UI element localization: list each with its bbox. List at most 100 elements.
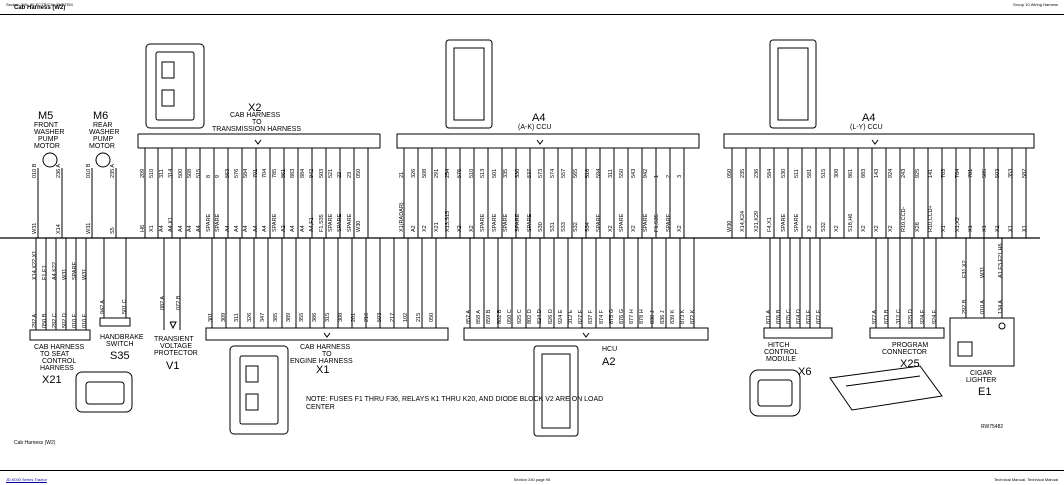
x2-id: X2 [248, 102, 262, 114]
wire-label: A4 [262, 225, 269, 232]
wire-label: 8 [205, 174, 212, 178]
wire-label: SPARE [780, 213, 787, 232]
m5-desc-1: FRONT [34, 122, 59, 129]
wire-label: 510 [149, 168, 156, 178]
wire-label: 1 [654, 174, 661, 178]
wire-label: X14,X22,X1 [32, 250, 38, 280]
wire-label: 326 [247, 312, 253, 322]
wire-label: 838 J [649, 310, 656, 324]
wire-label: 925 [914, 168, 921, 178]
wire-label: SPARE [337, 213, 344, 232]
footer-link[interactable]: JD 6000 Series Tractor [6, 477, 47, 482]
a4a-desc: (A-K) CCU [518, 124, 552, 131]
wire-label: 010 E [72, 313, 78, 328]
wire-label: 942 [642, 168, 649, 178]
header-section-label: Section 240 - ELECTRICAL SYSTEM [6, 2, 73, 7]
wire-label: 236 [753, 168, 760, 178]
wire-label: X2 [887, 225, 894, 232]
wire-label: 292 B [962, 299, 968, 314]
wire-label: W31 [32, 222, 38, 234]
wire-label: 385 [273, 312, 279, 322]
wire-label: 924 [887, 168, 894, 178]
wire-label: 878 H [639, 309, 646, 324]
wire-label: 537 [526, 168, 533, 178]
x21-desc-2: TO SEAT [40, 351, 70, 358]
x6-desc-1: HITCH [768, 342, 790, 349]
header-group-label: Group 10 Wiring Harness [1012, 2, 1058, 7]
wire-label: 326 [410, 168, 417, 178]
wire-label: SPARE [480, 213, 487, 232]
x6-id: X6 [798, 366, 812, 378]
wire-label: A2 [281, 225, 287, 232]
wire-label: 584 [767, 168, 774, 178]
wire-label: SPARE [205, 213, 212, 232]
x1-id: X1 [316, 364, 330, 376]
wire-label: X2 [607, 225, 614, 232]
wire-label: 884 [299, 168, 306, 178]
wire-label: 347 [260, 312, 266, 322]
wire-label: 924 F [932, 309, 938, 324]
wire-label: 9 [215, 174, 222, 178]
wire-label: 557 [561, 168, 568, 178]
wire-label: 871 A [766, 309, 772, 324]
wire-label: 875 G [608, 309, 615, 324]
x25-id: X25 [900, 358, 920, 370]
wire-label: 217 [390, 312, 396, 322]
wire-label: 857 A [466, 309, 472, 324]
wire-label: A4 [158, 225, 165, 232]
m5-id: M5 [38, 110, 54, 122]
wire-label: X21,K29 [753, 210, 760, 232]
wire-label: 010 B [32, 163, 38, 178]
v1-id: V1 [166, 360, 180, 372]
wire-label: A4 [224, 225, 231, 232]
wire-label: 883 [861, 168, 867, 178]
wire-label: 563 [224, 168, 231, 178]
wire-label: A4,F1 [309, 217, 316, 232]
s35-desc-1: HANDBRAKE [100, 334, 144, 341]
wire-label: 581 [807, 168, 814, 178]
wire-label: 925 C [517, 309, 523, 324]
wire-label: 010 F [82, 313, 88, 328]
wire-label: 508 [187, 168, 193, 178]
wire-label: 050 [429, 312, 435, 322]
wire-label: X2 [468, 225, 475, 232]
wire-label: 872 F [816, 309, 822, 324]
wire-label: 353 [1008, 168, 1015, 178]
wire-label: 330 [515, 168, 521, 178]
wire-label: 201 [351, 312, 357, 322]
wire-label: 243 [901, 168, 908, 178]
x21-id: X21 [42, 374, 62, 386]
wire-label: SPARE [596, 213, 603, 232]
x1-desc-1: CAB HARNESS [300, 344, 351, 351]
wire-label: X1 [968, 225, 975, 232]
wire-label: 874 F [598, 309, 605, 324]
wire-label: S34 [584, 222, 591, 232]
wire-label: 072 B [176, 295, 182, 310]
wire-label: 859 B [486, 309, 493, 324]
wire-label: SPARE [271, 213, 278, 232]
wire-label: 502 D [62, 313, 68, 328]
wire-label: 312 E [568, 309, 574, 324]
wire-label: SPARE [665, 213, 672, 232]
a4b-desc: (L-Y) CCU [850, 124, 883, 131]
wire-label: 292 C [52, 313, 58, 328]
x6-desc-2: CONTROL [764, 349, 799, 356]
wire-label: 876 G [619, 309, 625, 324]
wire-label: 942 A [100, 299, 106, 314]
wire-label: 2 [665, 174, 672, 178]
wire-label: SPARE [346, 213, 353, 232]
s35-desc-2: SWITCH [106, 341, 134, 348]
footer-manual: Technical Manual, Technical Manual [994, 477, 1058, 482]
m6-desc-4: MOTOR [89, 143, 115, 150]
wire-label: X2 [631, 225, 637, 232]
e1-desc-2: LIGHTER [966, 377, 997, 384]
wire-label: 050 [727, 168, 733, 178]
wire-label: SPARE [794, 213, 800, 232]
wire-label: S33 [561, 222, 568, 232]
wire-label: X1 [995, 225, 1001, 232]
wire-label: 050 B [42, 313, 48, 328]
wire-label: 386 [312, 312, 318, 322]
wire-label: X1 [149, 225, 156, 232]
wire-label: 861 [281, 168, 287, 178]
x21-desc-3: CONTROL [42, 358, 77, 365]
